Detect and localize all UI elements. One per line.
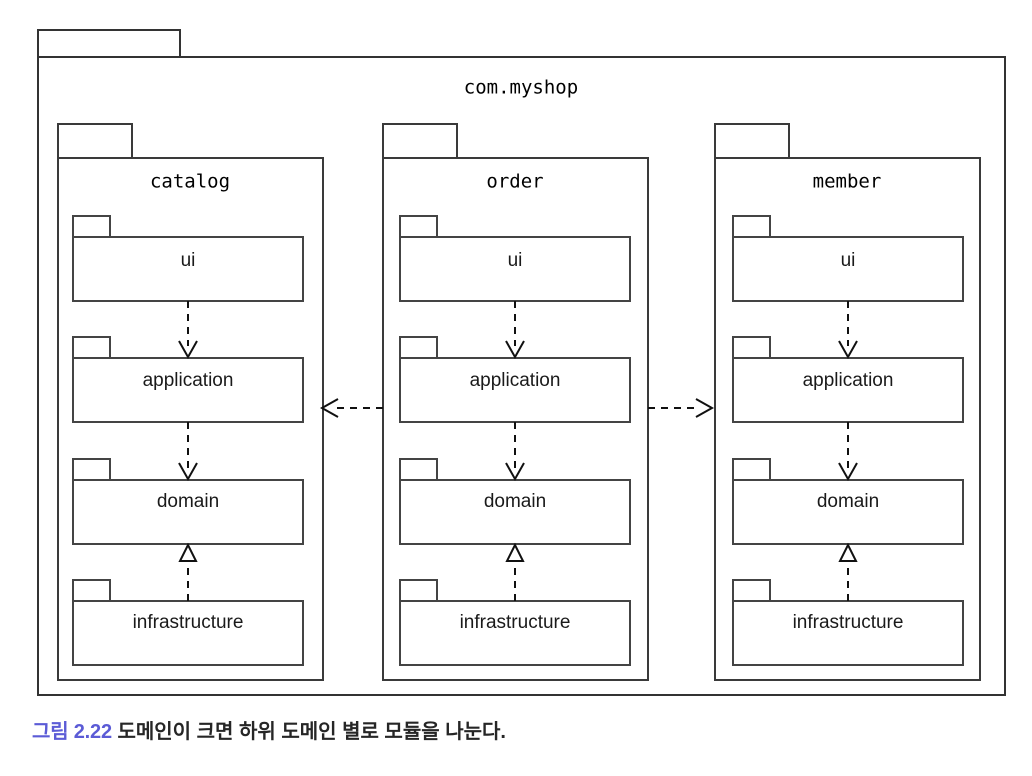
package-tab-member-domain — [732, 458, 771, 481]
package-tab-order-domain — [399, 458, 438, 481]
package-label-order-application: application — [470, 370, 561, 391]
package-label-order-ui: ui — [508, 250, 523, 271]
package-tab-catalog-application — [72, 336, 111, 359]
dependency-order-to-member — [648, 398, 715, 418]
package-tab-order-ui — [399, 215, 438, 238]
package-tab-member — [714, 123, 790, 159]
package-body-order-ui — [399, 236, 631, 302]
package-body-catalog-domain — [72, 479, 304, 545]
package-member: member ui application domain — [714, 123, 981, 681]
package-body-member-application — [732, 357, 964, 423]
package-label-member-domain: domain — [817, 491, 879, 512]
package-member-ui: ui — [732, 215, 964, 302]
dependency-catalog-application-to-domain — [178, 422, 198, 482]
package-body-member-ui — [732, 236, 964, 302]
package-catalog: catalog ui application domain — [57, 123, 324, 681]
package-label-member: member — [813, 171, 882, 193]
package-label-member-ui: ui — [841, 250, 856, 271]
package-label-member-application: application — [803, 370, 894, 391]
package-label-catalog: catalog — [150, 171, 230, 193]
package-tab-member-ui — [732, 215, 771, 238]
package-order-infrastructure: infrastructure — [399, 579, 631, 666]
realization-order-infrastructure-to-domain — [505, 542, 525, 601]
package-tab-order-application — [399, 336, 438, 359]
package-tab-order-infrastructure — [399, 579, 438, 602]
figure-caption: 그림 2.22 도메인이 크면 하위 도메인 별로 모듈을 나눈다. — [32, 718, 992, 746]
package-order: order ui application domain — [382, 123, 649, 681]
dependency-order-to-catalog — [319, 398, 383, 418]
package-member-application: application — [732, 336, 964, 423]
package-body-order-infrastructure — [399, 600, 631, 666]
package-order-ui: ui — [399, 215, 631, 302]
package-label-catalog-domain: domain — [157, 491, 219, 512]
package-label-order-infrastructure: infrastructure — [460, 612, 571, 633]
figure-caption-text: 도메인이 크면 하위 도메인 별로 모듈을 나눈다. — [117, 721, 506, 743]
package-label-com-myshop: com.myshop — [464, 77, 578, 99]
package-tab-catalog — [57, 123, 133, 159]
dependency-order-ui-to-application — [505, 301, 525, 360]
package-label-member-infrastructure: infrastructure — [793, 612, 904, 633]
realization-catalog-infrastructure-to-domain — [178, 542, 198, 601]
dependency-catalog-ui-to-application — [178, 301, 198, 360]
package-tab-catalog-ui — [72, 215, 111, 238]
package-label-catalog-ui: ui — [181, 250, 196, 271]
package-tab-member-infrastructure — [732, 579, 771, 602]
dependency-member-ui-to-application — [838, 301, 858, 360]
package-label-catalog-application: application — [143, 370, 234, 391]
dependency-order-application-to-domain — [505, 422, 525, 482]
realization-member-infrastructure-to-domain — [838, 542, 858, 601]
dependency-member-application-to-domain — [838, 422, 858, 482]
package-catalog-domain: domain — [72, 458, 304, 545]
package-tab-catalog-domain — [72, 458, 111, 481]
package-tab-member-application — [732, 336, 771, 359]
package-tab-order — [382, 123, 458, 159]
package-label-order: order — [486, 171, 543, 193]
figure-caption-number: 그림 2.22 — [32, 721, 112, 743]
package-catalog-infrastructure: infrastructure — [72, 579, 304, 666]
package-label-order-domain: domain — [484, 491, 546, 512]
package-tab-com-myshop — [37, 29, 181, 58]
package-tab-catalog-infrastructure — [72, 579, 111, 602]
package-body-order-application — [399, 357, 631, 423]
package-label-catalog-infrastructure: infrastructure — [133, 612, 244, 633]
package-body-catalog-infrastructure — [72, 600, 304, 666]
package-order-application: application — [399, 336, 631, 423]
